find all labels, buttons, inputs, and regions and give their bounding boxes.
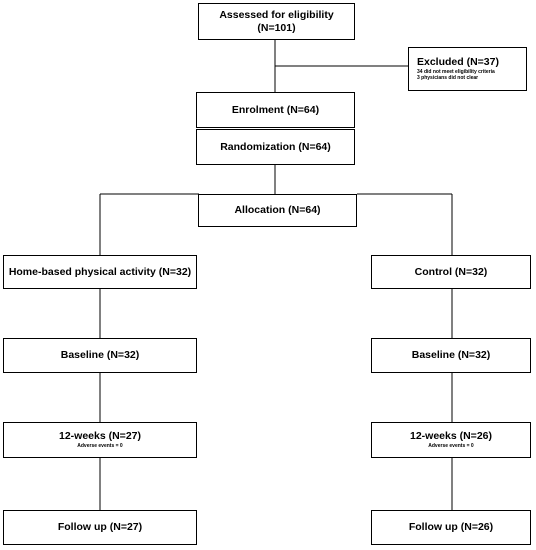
baseline-right-label: Baseline (N=32) [411, 349, 491, 362]
baseline-right-box: Baseline (N=32) [371, 338, 531, 373]
followup-left-box: Follow up (N=27) [3, 510, 197, 545]
week12-left-label: 12-weeks (N=27) [58, 430, 141, 443]
allocation-label: Allocation (N=64) [234, 204, 321, 217]
allocation-box: Allocation (N=64) [198, 194, 357, 227]
control-label: Control (N=32) [414, 265, 488, 278]
intervention-label: Home-based physical activity (N=32) [8, 265, 192, 278]
excluded-detail-1: 34 did not meet eligibility criteria [417, 68, 495, 75]
baseline-left-label: Baseline (N=32) [60, 349, 140, 362]
control-box: Control (N=32) [371, 255, 531, 289]
excluded-label: Excluded (N=37) [417, 55, 499, 68]
assessed-box: Assessed for eligibility (N=101) [198, 3, 355, 40]
enrolment-box: Enrolment (N=64) [196, 92, 355, 128]
randomization-box: Randomization (N=64) [196, 129, 355, 165]
followup-right-label: Follow up (N=26) [408, 521, 494, 534]
week12-right-box: 12-weeks (N=26) Adverse events = 0 [371, 422, 531, 458]
followup-right-box: Follow up (N=26) [371, 510, 531, 545]
assessed-label: Assessed for eligibility (N=101) [219, 8, 334, 34]
intervention-box: Home-based physical activity (N=32) [3, 255, 197, 289]
excluded-detail-2: 3 physicians did not clear [417, 75, 479, 82]
week12-left-note: Adverse events = 0 [77, 442, 123, 449]
followup-left-label: Follow up (N=27) [57, 521, 143, 534]
enrolment-label: Enrolment (N=64) [231, 103, 320, 116]
randomization-label: Randomization (N=64) [220, 140, 331, 153]
baseline-left-box: Baseline (N=32) [3, 338, 197, 373]
week12-right-note: Adverse events = 0 [428, 442, 474, 449]
excluded-box: Excluded (N=37) 34 did not meet eligibil… [408, 47, 527, 91]
week12-left-box: 12-weeks (N=27) Adverse events = 0 [3, 422, 197, 458]
week12-right-label: 12-weeks (N=26) [409, 430, 492, 443]
